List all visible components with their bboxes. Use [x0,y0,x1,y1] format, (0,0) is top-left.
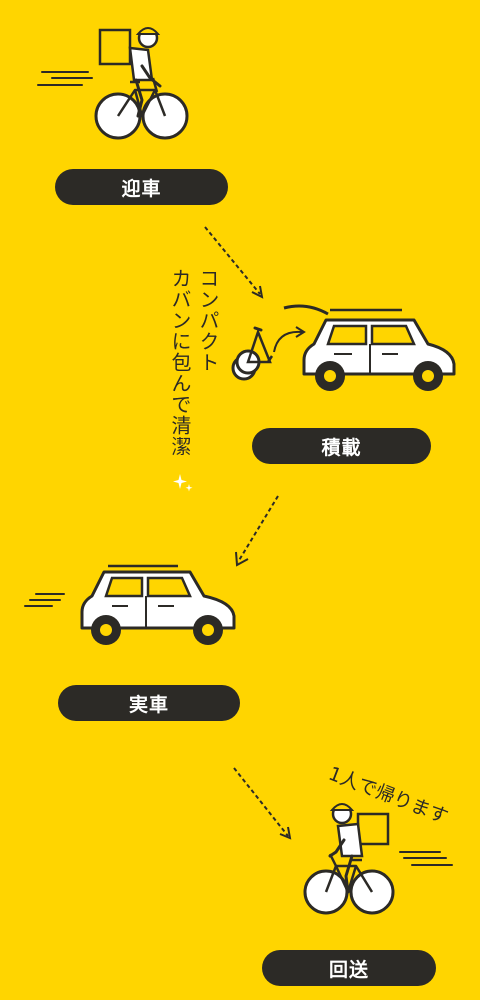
compact-note-line2: カバンに包んで清潔 [168,268,192,457]
cyclist-arriving-illustration [37,27,189,140]
step-pickup-label: 迎車 [55,169,228,205]
compact-bag-note: コンパクト カバンに包んで清潔 [166,268,222,457]
step-driving-label: 実車 [58,685,240,721]
car-loading-illustration [283,304,456,391]
sparkle-icon [173,474,193,492]
folded-bicycle-illustration [231,326,306,381]
compact-note-line1: コンパクト [196,268,220,373]
flow-arrow-3 [233,767,292,840]
car-driving-illustration [24,564,236,645]
step-loading-label: 積載 [252,428,431,464]
flow-arrow-2 [235,495,279,567]
flow-arrow-1 [204,226,264,299]
step-return-label: 回送 [262,950,436,986]
cyclist-returning-illustration [303,803,453,915]
